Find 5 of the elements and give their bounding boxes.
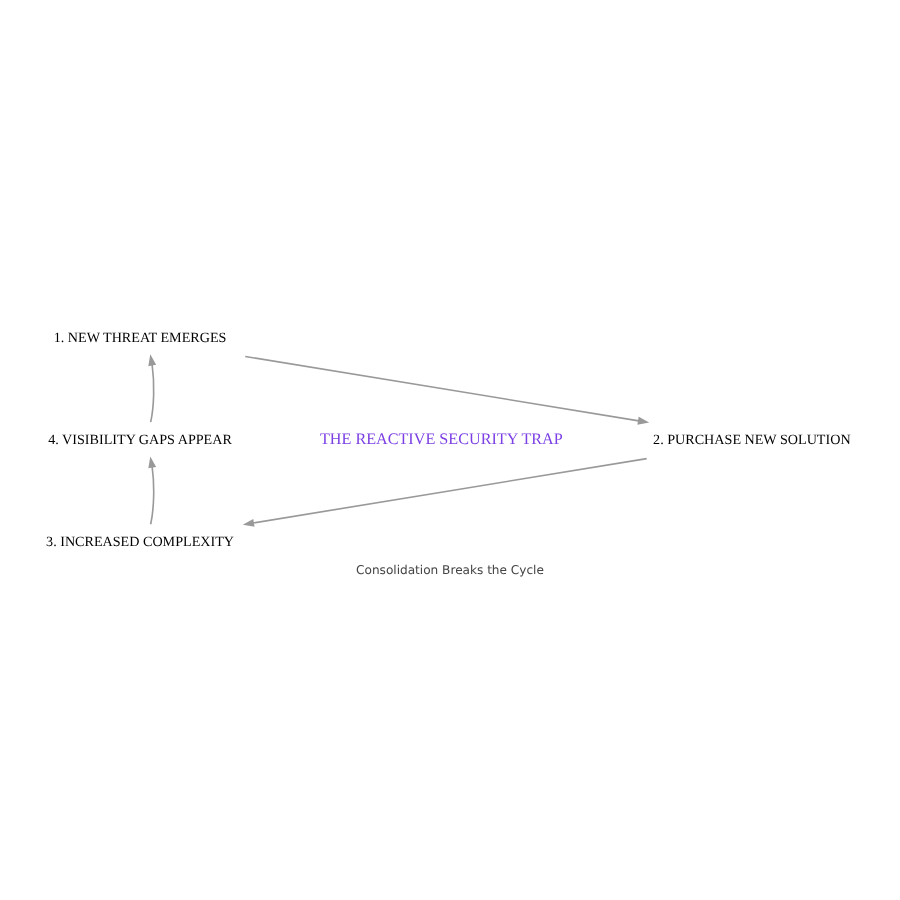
arrow bbox=[244, 354, 650, 424]
label: THE REACTIVE SECURITY TRAP bbox=[320, 429, 563, 448]
arrow bbox=[148, 455, 157, 525]
arrow bbox=[242, 456, 648, 526]
arrow bbox=[148, 353, 157, 422]
